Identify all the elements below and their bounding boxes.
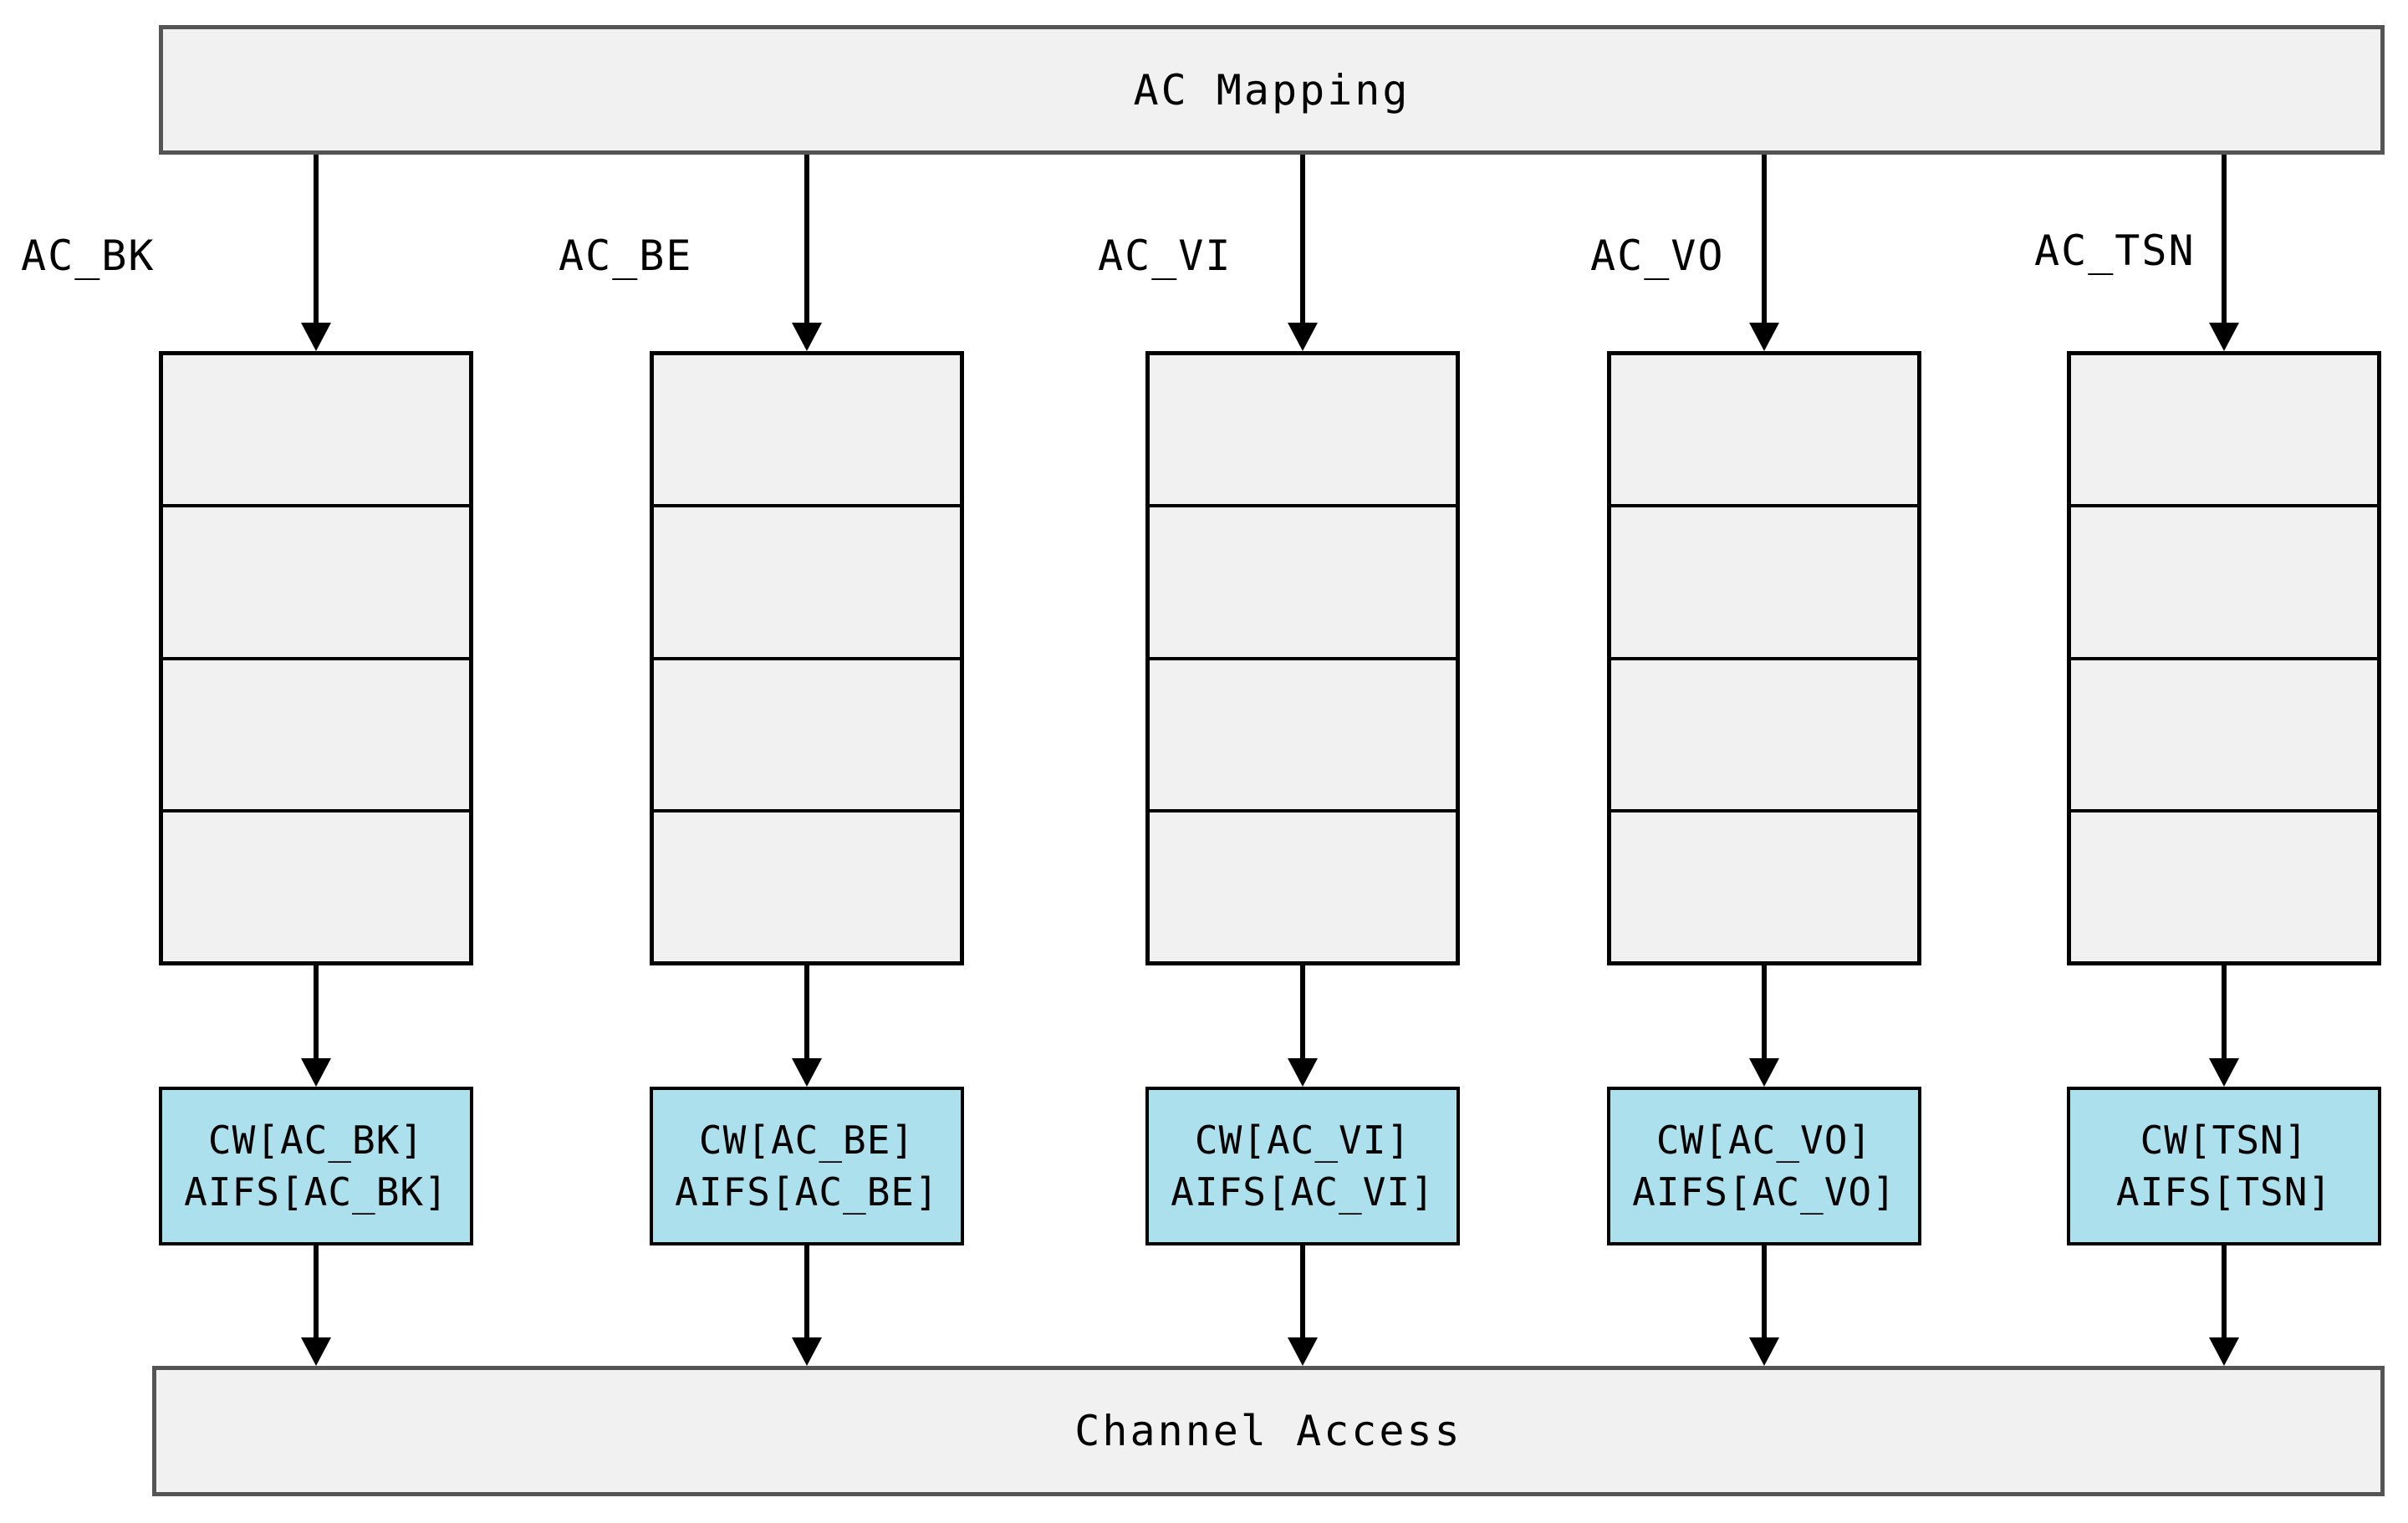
- queue-slot: [1150, 808, 1456, 961]
- arrow-down-icon: [301, 965, 331, 1087]
- edca-params-ac-vi: CW[AC_VI] AIFS[AC_VI]: [1145, 1087, 1460, 1245]
- aifs-value: AIFS[AC_BK]: [184, 1169, 448, 1215]
- queue-slot: [2071, 656, 2377, 809]
- queue-slot: [2071, 355, 2377, 504]
- queue-slot: [1150, 504, 1456, 656]
- cw-value: CW[AC_BE]: [698, 1118, 916, 1163]
- column-label-ac-be: AC_BE: [559, 232, 693, 280]
- transmit-queue-ac-be: [650, 351, 964, 965]
- cw-value: CW[TSN]: [2140, 1118, 2309, 1163]
- queue-slot: [654, 808, 960, 961]
- queue-slot: [1611, 355, 1917, 504]
- ac-mapping-label: AC Mapping: [1133, 65, 1411, 115]
- arrow-down-icon: [1749, 965, 1779, 1087]
- arrow-down-icon: [1288, 155, 1318, 351]
- edca-params-ac-be: CW[AC_BE] AIFS[AC_BE]: [650, 1087, 964, 1245]
- column-label-ac-bk: AC_BK: [21, 232, 156, 280]
- queue-slot: [1611, 504, 1917, 656]
- queue-slot: [163, 808, 469, 961]
- arrow-down-icon: [792, 155, 822, 351]
- queue-slot: [1150, 355, 1456, 504]
- queue-slot: [1611, 656, 1917, 809]
- queue-slot: [163, 504, 469, 656]
- cw-value: CW[AC_VO]: [1656, 1118, 1873, 1163]
- aifs-value: AIFS[AC_BE]: [675, 1169, 939, 1215]
- aifs-value: AIFS[AC_VO]: [1632, 1169, 1896, 1215]
- queue-slot: [1150, 656, 1456, 809]
- queue-slot: [1611, 808, 1917, 961]
- queue-slot: [654, 656, 960, 809]
- column-label-ac-vo: AC_VO: [1590, 232, 1725, 280]
- arrow-down-icon: [1288, 965, 1318, 1087]
- queue-slot: [2071, 504, 2377, 656]
- aifs-value: AIFS[AC_VI]: [1171, 1169, 1435, 1215]
- cw-value: CW[AC_BK]: [207, 1118, 425, 1163]
- arrow-down-icon: [301, 155, 331, 351]
- column-label-ac-tsn: AC_TSN: [2034, 227, 2196, 275]
- transmit-queue-ac-vo: [1607, 351, 1921, 965]
- arrow-down-icon: [2209, 155, 2239, 351]
- queue-slot: [163, 355, 469, 504]
- arrow-down-icon: [1749, 155, 1779, 351]
- edca-params-ac-bk: CW[AC_BK] AIFS[AC_BK]: [159, 1087, 473, 1245]
- arrow-down-icon: [792, 965, 822, 1087]
- arrow-down-icon: [1749, 1245, 1779, 1366]
- arrow-down-icon: [2209, 965, 2239, 1087]
- queue-slot: [2071, 808, 2377, 961]
- arrow-down-icon: [301, 1245, 331, 1366]
- aifs-value: AIFS[TSN]: [2115, 1169, 2333, 1215]
- channel-access-label: Channel Access: [1074, 1407, 1462, 1455]
- edca-params-ac-vo: CW[AC_VO] AIFS[AC_VO]: [1607, 1087, 1921, 1245]
- transmit-queue-ac-vi: [1145, 351, 1460, 965]
- queue-slot: [654, 504, 960, 656]
- transmit-queue-ac-tsn: [2067, 351, 2381, 965]
- arrow-down-icon: [2209, 1245, 2239, 1366]
- transmit-queue-ac-bk: [159, 351, 473, 965]
- column-label-ac-vi: AC_VI: [1098, 232, 1232, 280]
- channel-access-bar: Channel Access: [152, 1366, 2385, 1496]
- queue-slot: [654, 355, 960, 504]
- cw-value: CW[AC_VI]: [1194, 1118, 1411, 1163]
- edca-params-ac-tsn: CW[TSN] AIFS[TSN]: [2067, 1087, 2381, 1245]
- ac-mapping-bar: AC Mapping: [159, 25, 2385, 155]
- arrow-down-icon: [1288, 1245, 1318, 1366]
- arrow-down-icon: [792, 1245, 822, 1366]
- queue-slot: [163, 656, 469, 809]
